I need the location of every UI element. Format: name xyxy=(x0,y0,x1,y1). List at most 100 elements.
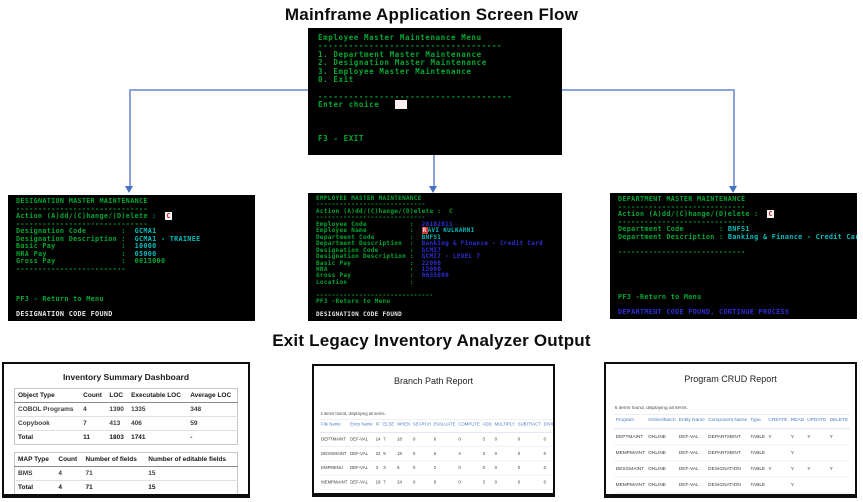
table-cell: DEPARTMENT xyxy=(706,428,749,446)
terminal-line xyxy=(618,256,857,264)
table-cell: DESIGNATION xyxy=(706,460,749,478)
terminal-text: ---------------------------- xyxy=(316,201,426,209)
terminal-line: Location : xyxy=(316,279,562,286)
table-cell: DEPARTMENT xyxy=(706,444,749,462)
terminal-line: DESIGNATION CODE FOUND xyxy=(316,311,562,318)
program-crud-report-card: Program CRUD Report 5 items found, displ… xyxy=(604,362,857,498)
terminal-text: 3. Employee Master Maintenance xyxy=(318,66,472,76)
table-cell: 59 xyxy=(187,416,238,431)
terminal-text: Department Code : xyxy=(618,225,728,233)
terminal-text: BNFS1 xyxy=(727,225,750,233)
table-cell: ONLINE xyxy=(646,460,678,478)
terminal-line: 3. Employee Master Maintenance xyxy=(318,66,562,76)
terminal-text: BNFS1 xyxy=(421,233,442,241)
terminal-line: F3 - EXIT xyxy=(318,133,562,143)
arrowhead-left-icon xyxy=(125,186,133,193)
table-cell: 0 xyxy=(481,460,494,476)
table-cell: 15 xyxy=(148,484,156,491)
column-header: Executable LOC xyxy=(128,388,188,403)
terminal-text: ----------------------------- xyxy=(618,202,746,211)
table-cell: 0 xyxy=(516,460,543,476)
terminal-line: HRA Pay : 05000 xyxy=(16,250,255,259)
terminal-line: DESIGNATION MASTER MAINTENANCE xyxy=(16,197,255,206)
terminal-line: Department Description : Banking & Finan… xyxy=(316,240,562,247)
terminal-text: 0035000 xyxy=(421,272,450,280)
branch-items-found-text: 4 items found, displaying all items. xyxy=(320,412,386,417)
table-cell: 0 xyxy=(411,460,433,476)
table-cell xyxy=(766,444,790,462)
terminal-line: Designation Description : GCMA1 - TRAINE… xyxy=(16,235,255,244)
terminal-line xyxy=(618,264,857,272)
terminal-line: DESIGNATION CODE FOUND xyxy=(16,310,255,319)
terminal-line: Department Code : BNFS1 xyxy=(618,225,857,234)
table-cell: 7 xyxy=(381,475,396,490)
terminal-text: ------------------------------ xyxy=(16,219,148,228)
table-cell: DEPTMAINT xyxy=(614,428,647,446)
table-cell: 0 xyxy=(493,460,517,476)
terminal-text: Banking & Finance - Credit Card xyxy=(727,232,857,241)
table-cell: 4 xyxy=(80,402,107,417)
terminal-line: DEPARTMENT CODE FOUND, CONTINUE PROCESS xyxy=(618,308,857,317)
table-cell: 2 xyxy=(432,460,457,476)
terminal-text: Gross Pay : xyxy=(316,272,422,280)
terminal-text: F3 - EXIT xyxy=(318,133,365,143)
table-cell: MEMPMAINT xyxy=(614,492,647,494)
analyzer-output-title: Exit Legacy Inventory Analyzer Output xyxy=(272,331,591,350)
table-cell: Copybook xyxy=(14,416,81,431)
table-cell: Y xyxy=(766,428,790,446)
table-cell: 0 xyxy=(542,475,553,490)
table-cell: DESIGNATION xyxy=(706,476,749,494)
table-cell: 0 xyxy=(542,432,553,447)
terminal-text: DESIGNATION MASTER MAINTENANCE xyxy=(16,197,148,205)
terminal-line xyxy=(618,279,857,287)
terminal-line: -------------------------------------- xyxy=(318,92,562,101)
flow-title: Mainframe Application Screen Flow xyxy=(284,5,579,24)
column-header: LOC xyxy=(106,388,129,403)
terminal-text: 10000 xyxy=(134,242,157,250)
table-cell: Y xyxy=(805,428,828,446)
terminal-line: Basic Pay : 10000 xyxy=(16,242,255,251)
table-cell: 0 xyxy=(542,446,553,462)
terminal-text: Department Description : xyxy=(618,232,728,241)
table-cell: DEF-VAL xyxy=(348,446,375,462)
arrowhead-right-icon xyxy=(729,186,737,193)
table-cell: 71 xyxy=(82,466,146,481)
table-cell: DEF-VAL xyxy=(348,475,375,490)
connector-left-horizontal xyxy=(130,89,308,91)
table-cell: Y xyxy=(789,476,806,494)
column-header: UPDATE xyxy=(805,413,828,430)
terminal-text: Designation Description : xyxy=(316,253,422,261)
terminal-line xyxy=(318,118,562,126)
table-cell xyxy=(827,476,850,494)
column-header: DIVIDE xyxy=(542,419,553,433)
table-cell: ONLINE xyxy=(646,476,678,494)
terminal-line: ------------------------------ xyxy=(16,219,255,229)
terminal-text: Employee Name : xyxy=(316,227,422,235)
table-cell: 18 xyxy=(395,446,412,462)
connector-right-vertical xyxy=(733,89,735,186)
terminal-line: ------------------------- xyxy=(16,265,255,274)
terminal-line: DEPARTMENT MASTER MAINTENANCE xyxy=(618,195,857,204)
terminal-text: ----------------------------- xyxy=(618,247,746,256)
table-cell: 22 xyxy=(374,446,382,462)
column-header: Program xyxy=(614,413,647,430)
connector-center-vertical xyxy=(433,155,435,186)
table-cell: BMS xyxy=(14,466,56,481)
terminal-line: PF3 -Return to Menu xyxy=(618,293,857,302)
terminal-line: Designation Description : GCMI7 - LEVEL … xyxy=(316,253,562,261)
table-cell: EMPLOYEE xyxy=(706,492,749,494)
terminal-text: 0015000 xyxy=(134,257,166,265)
table-cell: DEPTMAINT xyxy=(319,432,349,447)
table-cell: DEF-VAL xyxy=(677,492,707,494)
table-cell: 0 xyxy=(493,446,517,462)
column-header: COMPUTE xyxy=(456,419,482,433)
table-cell: ONLINE xyxy=(646,444,678,462)
